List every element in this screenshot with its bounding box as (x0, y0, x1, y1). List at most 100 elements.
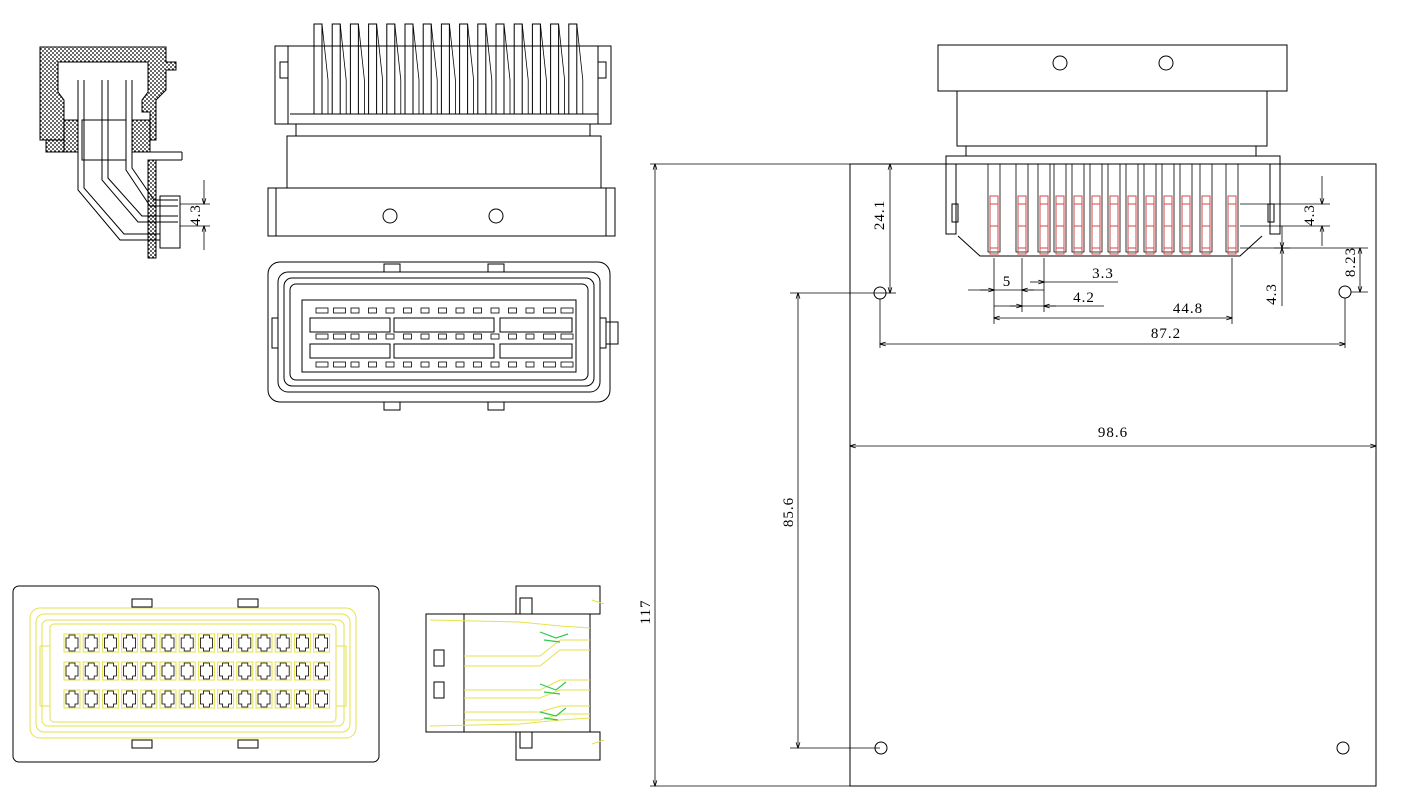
pin-slot (315, 307, 329, 314)
cavity-outline (101, 633, 119, 653)
cooling-fin (440, 23, 450, 114)
terminal-pin (1073, 195, 1083, 255)
cavity-outline (159, 689, 177, 709)
pin-slot (560, 333, 574, 340)
housing-fin (1161, 164, 1175, 253)
cooling-fin (550, 23, 560, 114)
pin-slot (525, 333, 535, 340)
cavity-outline (178, 689, 196, 709)
terminal-pin (1039, 195, 1049, 255)
pin-slot (508, 333, 517, 340)
cavity-outline (101, 661, 119, 681)
cooling-fin (531, 23, 541, 114)
cooling-fin (513, 23, 523, 114)
terminal-cavity (142, 690, 156, 708)
cooling-fin-edge (449, 23, 456, 114)
cavity-outline (197, 661, 215, 681)
terminal-cavity (296, 662, 309, 680)
cooling-fin (459, 23, 469, 114)
pin-slot (490, 307, 500, 314)
pin-slot (438, 307, 447, 314)
cavity-outline (140, 661, 158, 681)
terminal-cavity (276, 690, 290, 708)
pin-slot (385, 333, 395, 340)
side-section-view: 4.3 (39, 46, 210, 259)
cooling-fin (349, 23, 359, 114)
front-elevation-view (267, 23, 616, 237)
cavity-outline (178, 661, 196, 681)
dim-hole-span-87-2: 87.2 (1151, 326, 1181, 342)
terminal-cavity (142, 634, 156, 652)
housing-fin (1143, 164, 1157, 253)
housing-fin (1053, 164, 1067, 253)
cooling-fin (386, 23, 396, 114)
cavity-outline (82, 689, 100, 709)
pin-slot (438, 333, 447, 340)
pin-slot (385, 361, 395, 368)
cavity-outline (236, 689, 254, 709)
dim-pitch-4-2: 4.2 (1073, 290, 1095, 306)
dim-side-4-3: 4.3 (188, 204, 204, 226)
terminal-cavity (238, 634, 252, 652)
dim-row-gap-4-3-lower: 4.3 (1264, 283, 1280, 305)
pin-slot (368, 361, 377, 368)
cavity-outline (197, 689, 215, 709)
pin-slot (438, 361, 447, 368)
cooling-fin-edge (540, 23, 547, 114)
cavity-outline (274, 661, 292, 681)
cooling-fin-edge (394, 23, 402, 114)
pin-slot (560, 307, 574, 314)
pin-slot (508, 307, 517, 314)
terminal-cavity (315, 690, 328, 708)
terminal-cavity (315, 634, 328, 652)
dim-row-gap-4-3-right: 4.3 (1302, 204, 1318, 226)
cavity-outline (313, 661, 331, 681)
terminal-pin (1091, 195, 1101, 255)
terminal-pin (1201, 195, 1211, 255)
pin-slot (403, 307, 412, 314)
pin-slot (490, 333, 500, 340)
cavity-outline (313, 689, 331, 709)
terminal-cavity (219, 662, 232, 680)
terminal-pin (1145, 195, 1155, 255)
cooling-fin (368, 23, 378, 114)
terminal-cavity (84, 662, 98, 680)
terminal-pin (1181, 195, 1191, 255)
cavity-outline (140, 689, 158, 709)
terminal-cavity (276, 634, 290, 652)
terminal-cavity (84, 634, 98, 652)
cavity-outline (63, 661, 81, 681)
dim-hole-pitch-85-6: 85.6 (781, 497, 797, 527)
cooling-fin-edge (321, 23, 329, 114)
terminal-cavity (200, 634, 213, 652)
cavity-outline (63, 689, 81, 709)
housing-fin (1179, 164, 1193, 253)
dim-top-offset-24-1: 24.1 (872, 200, 888, 230)
terminal-cavity (238, 662, 252, 680)
pin-slot (403, 361, 412, 368)
cavity-outline (159, 661, 177, 681)
dim-pitch-5: 5 (1003, 274, 1012, 290)
housing-fin (1089, 164, 1103, 253)
terminal-cavity (257, 662, 271, 680)
terminal-cavity (200, 690, 213, 708)
cooling-fin (477, 23, 487, 114)
cavity-outline (255, 689, 273, 709)
cavity-outline (293, 661, 311, 681)
housing-fin (987, 164, 1001, 253)
housing-fin (1199, 164, 1213, 253)
cavity-outline (82, 633, 100, 653)
pin-slot (333, 333, 346, 340)
cavity-outline (217, 689, 235, 709)
pin-slot (333, 307, 346, 314)
cooling-fin-edge (376, 23, 383, 114)
dim-side-offset-8-23: 8.23 (1343, 247, 1359, 277)
board-layout-view: 117 85.6 98.6 87.2 44.8 4.2 5 (638, 44, 1376, 786)
housing-fin (1037, 164, 1051, 253)
cavity-outline (236, 633, 254, 653)
pin-slot (455, 307, 465, 314)
terminal-cavity (123, 690, 136, 708)
cavity-outline (274, 633, 292, 653)
cavity-outline (255, 661, 273, 681)
